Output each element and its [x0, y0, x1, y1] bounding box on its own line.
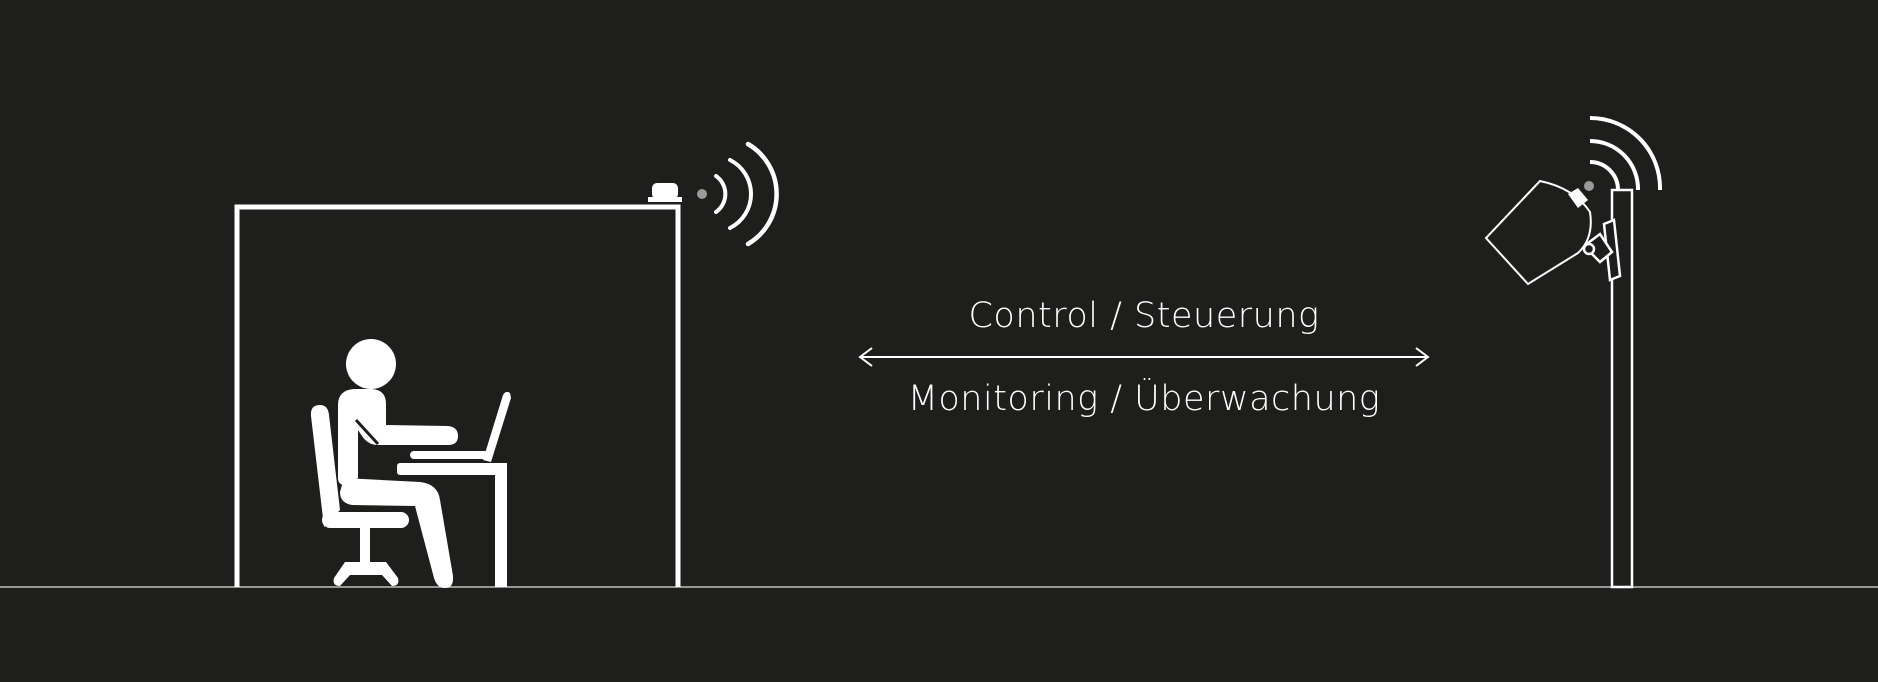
double-headed-arrow-icon — [858, 347, 1430, 367]
control-label: Control / Steuerung — [968, 296, 1320, 336]
person-at-laptop-icon — [310, 339, 511, 588]
monitoring-label: Monitoring / Überwachung — [907, 379, 1381, 419]
pole-mounted-speaker-icon — [1484, 116, 1663, 589]
wireless-transmitter-icon — [648, 141, 779, 247]
building-outline-icon — [234, 204, 681, 587]
